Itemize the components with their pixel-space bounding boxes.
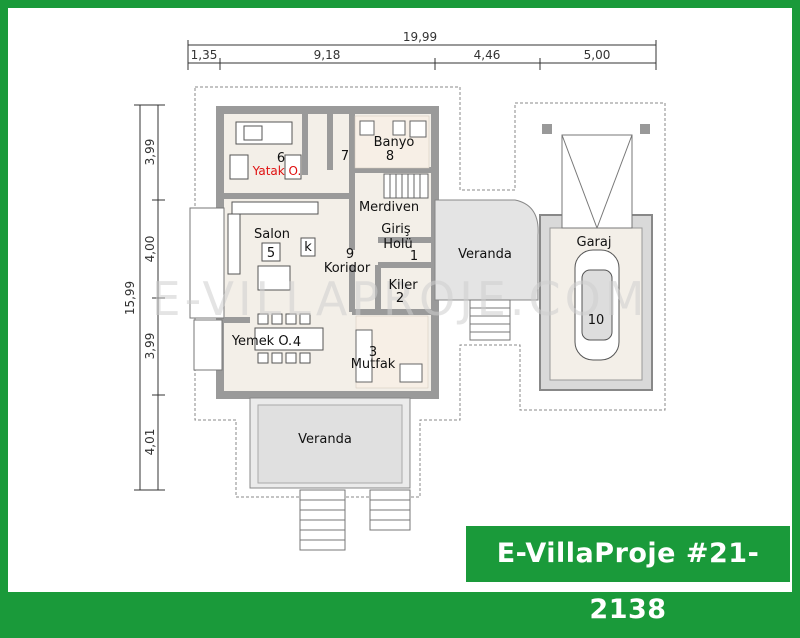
kitchen-mark: k — [304, 240, 312, 255]
dim-top-seg-1: 1,35 — [191, 48, 218, 62]
room-5-num: 5 — [267, 246, 275, 261]
roof-outline — [194, 86, 666, 498]
dim-top-total: 19,99 — [403, 30, 437, 44]
dim-left-seg-4: 4,01 — [143, 429, 157, 456]
dim-top-seg-4: 5,00 — [584, 48, 611, 62]
dim-top-seg-3: 4,46 — [474, 48, 501, 62]
room-8-label: Banyo — [374, 135, 415, 150]
room-4-num: 4 — [293, 335, 301, 350]
side-veranda-label: Veranda — [458, 247, 512, 262]
merdiven-label: Merdiven — [359, 200, 419, 215]
brand-banner: E-VillaProje #21-2138 — [462, 522, 790, 625]
front-veranda — [249, 397, 411, 551]
room-1-num: 1 — [410, 249, 418, 264]
bathroom-area — [354, 115, 430, 169]
floor-plan: 19,99 1,35 9,18 4,46 5,00 15,99 3,99 4,0… — [123, 30, 666, 551]
dining-furniture — [254, 313, 324, 364]
stairs — [383, 173, 429, 199]
garage-label: Garaj — [577, 235, 612, 250]
room-8-num: 8 — [386, 149, 394, 164]
interior-walls — [224, 114, 432, 323]
room-2-label: Kiler — [388, 278, 418, 293]
top-dimensions: 19,99 1,35 9,18 4,46 5,00 — [187, 30, 657, 70]
dim-left-seg-1: 3,99 — [143, 139, 157, 166]
garage-num: 10 — [588, 313, 605, 328]
room-1-label-2: Holü — [383, 237, 413, 252]
room-3-label: Mutfak — [351, 357, 396, 372]
kitchen-area — [355, 315, 429, 389]
salon-furniture — [227, 201, 319, 291]
bedroom-furniture — [229, 121, 302, 180]
room-3-num: 3 — [369, 345, 377, 360]
room-5-label: Salon — [254, 227, 290, 242]
room-1-label: Giriş — [381, 222, 411, 237]
dim-left-seg-3: 3,99 — [143, 333, 157, 360]
room-2-num: 2 — [396, 291, 404, 306]
room-6-label: Yatak O. — [252, 164, 302, 178]
room-9-num: 9 — [346, 247, 354, 262]
front-veranda-label: Veranda — [298, 432, 352, 447]
garage — [539, 124, 653, 391]
watermark: E-VILLAPROJE.COM — [152, 272, 649, 326]
side-veranda — [434, 199, 539, 341]
room-labels: 6 Yatak O. 7 Banyo 8 Merdiven Salon 5 Gi… — [231, 135, 612, 447]
room-4-label: Yemek O. — [231, 334, 292, 349]
room-6-num: 6 — [277, 151, 285, 166]
dim-top-seg-2: 9,18 — [314, 48, 341, 62]
room-9-label: Koridor — [324, 261, 371, 276]
dim-left-total: 15,99 — [123, 281, 137, 315]
left-dimensions: 15,99 3,99 4,00 3,99 4,01 — [123, 104, 165, 491]
room-7-num: 7 — [341, 149, 349, 164]
dim-left-seg-2: 4,00 — [143, 236, 157, 263]
